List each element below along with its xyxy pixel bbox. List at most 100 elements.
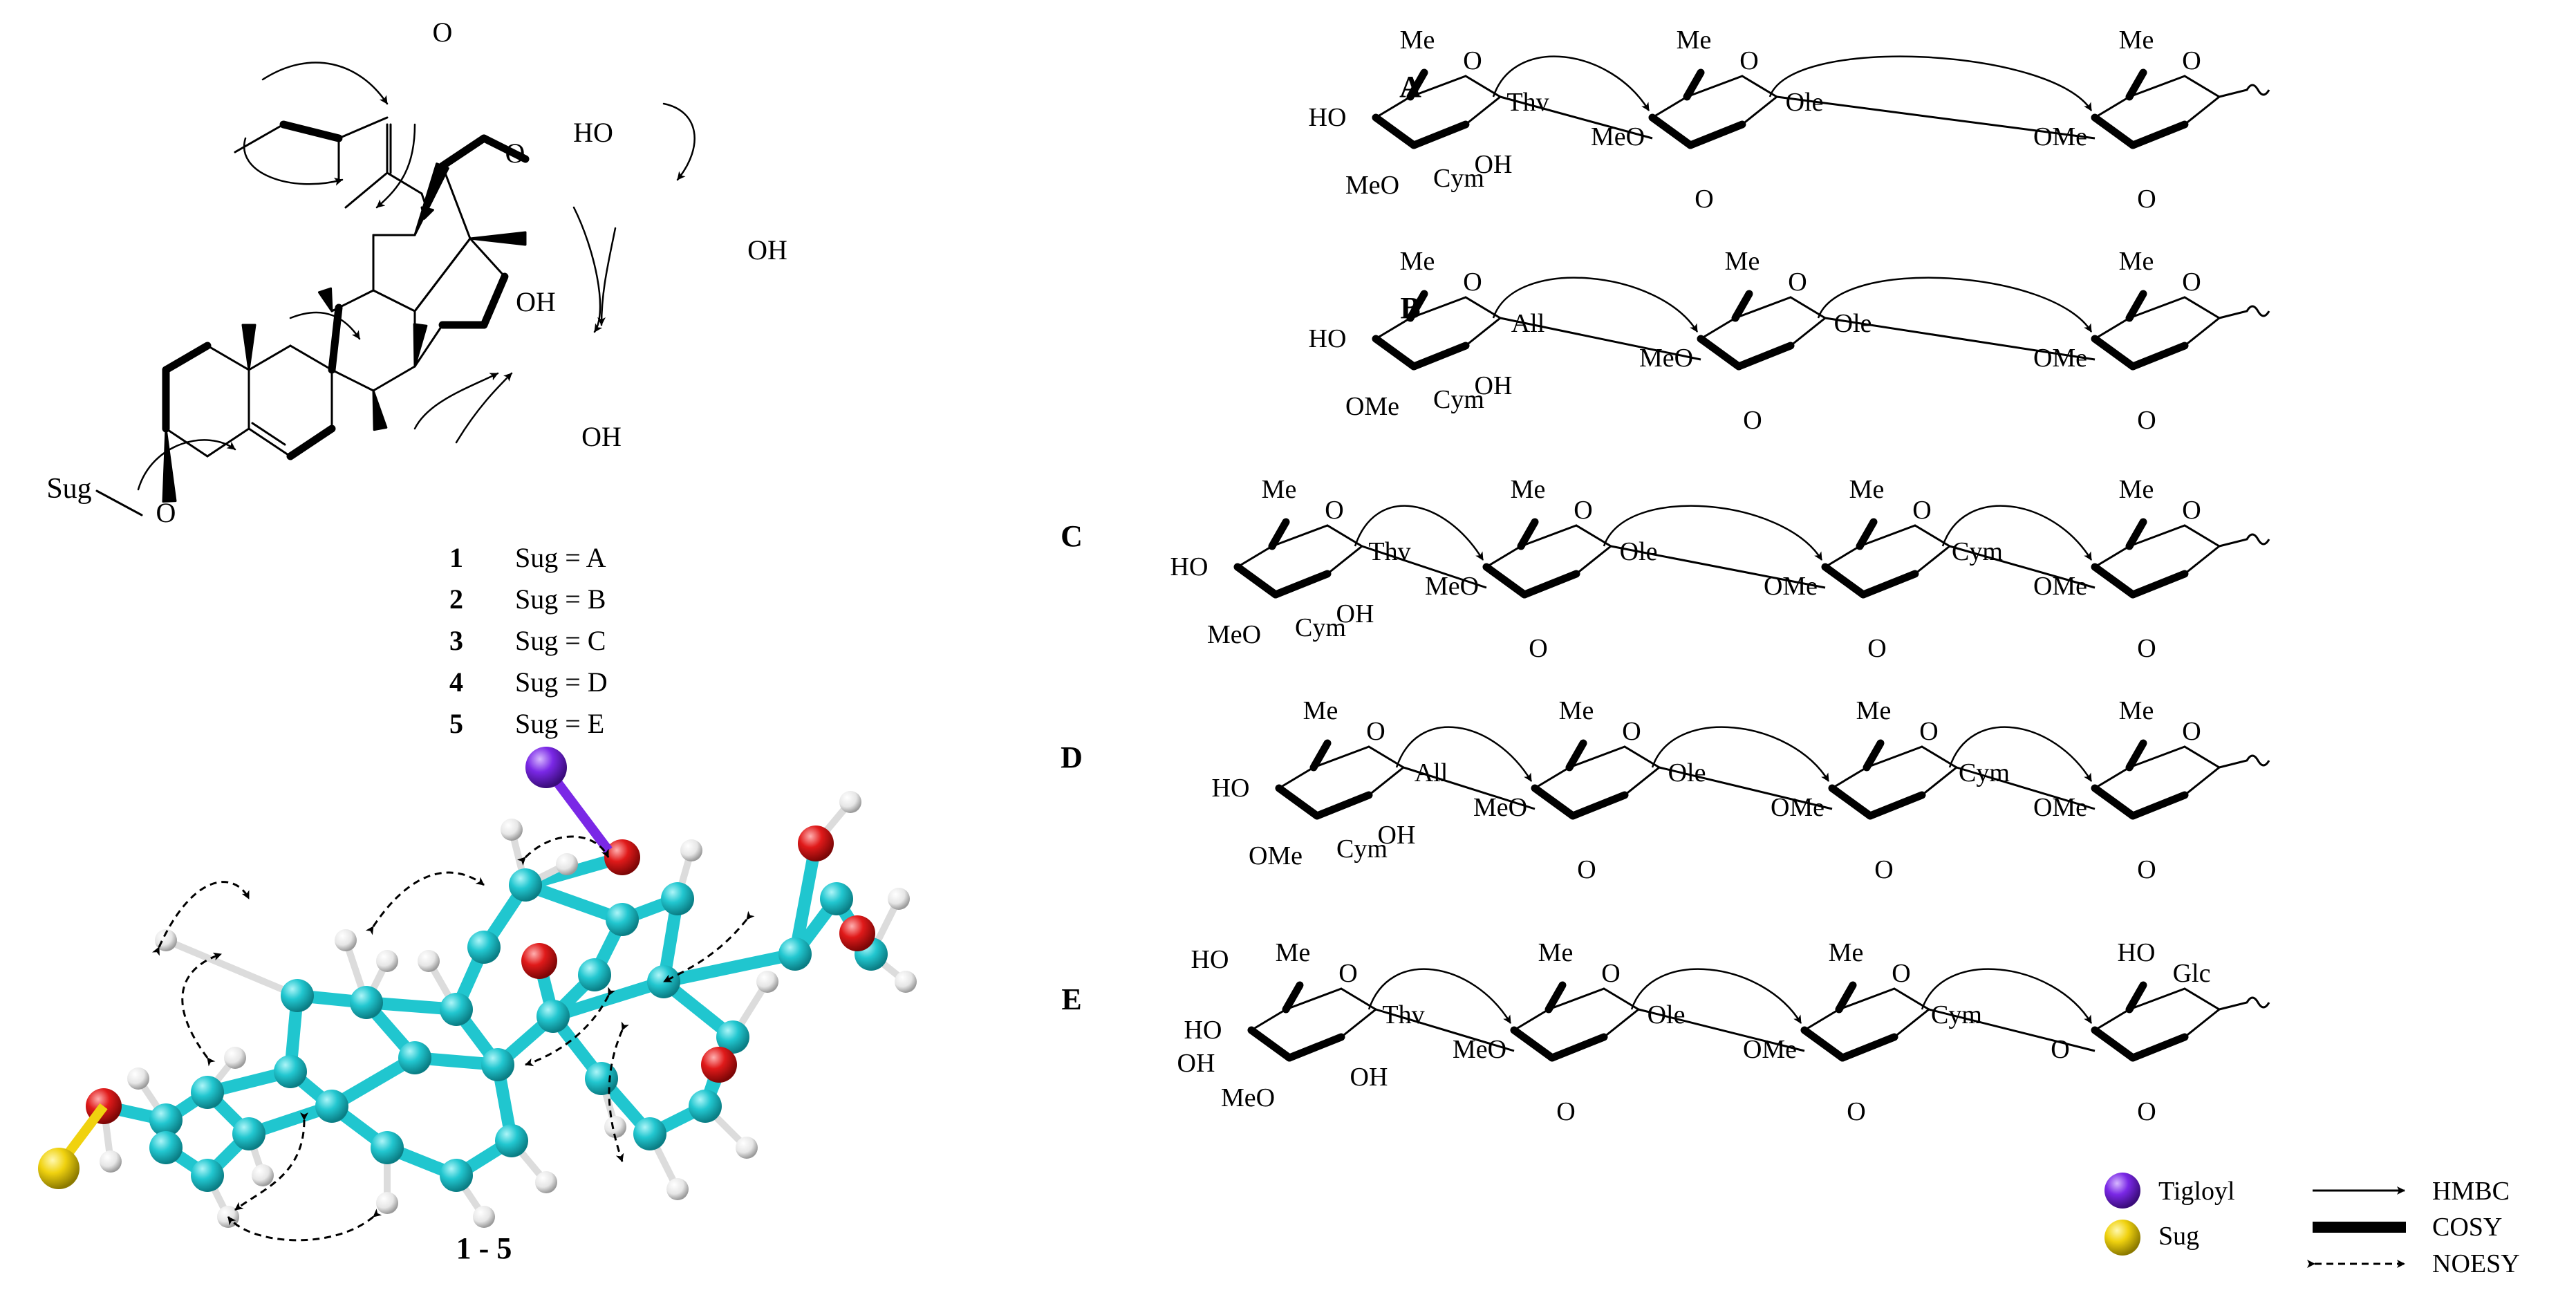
sugar-methyl-cosy-bond xyxy=(1683,68,1705,101)
chain-letter: D xyxy=(1061,740,1083,774)
hydroxyl-label: HO xyxy=(1191,945,1229,974)
carbon-atom xyxy=(578,958,611,991)
sugar-cosy-bond xyxy=(1697,335,1743,371)
hmbc-arrow xyxy=(137,439,236,491)
substituent-label: OMe xyxy=(2033,344,2087,373)
sugar-bond xyxy=(1464,317,1502,347)
sugar-bond xyxy=(1651,95,1688,119)
c20-oh-label: HO xyxy=(573,117,613,148)
ring-oxygen-label: O xyxy=(1325,496,1343,525)
substituent-label: O xyxy=(2137,406,2156,435)
glycosidic-bond xyxy=(1361,545,1487,589)
hydroxyl-label: HO xyxy=(1309,103,1347,132)
carbon-atom xyxy=(398,1041,431,1074)
legend: Tigloyl Sug HMBC COSY NOESY xyxy=(2104,1173,2520,1278)
sugar-methyl-cosy-bond xyxy=(1406,290,1428,322)
ringB-bond xyxy=(248,344,292,371)
carbon-atom xyxy=(274,1055,307,1088)
methyl-label: Me xyxy=(1829,938,1864,967)
carbon-atom xyxy=(481,1048,514,1081)
sugar-methyl-cosy-bond xyxy=(1268,518,1290,550)
hydrogen-atom xyxy=(756,971,778,993)
c14-oh-label: OH xyxy=(581,421,622,452)
sugar-cosy-bond xyxy=(1313,791,1373,820)
sugar-bond xyxy=(1464,95,1502,126)
compound-number: 4 xyxy=(449,666,463,698)
hydroxyl-label: OH xyxy=(1336,599,1374,628)
carbon-atom xyxy=(191,1076,224,1109)
ring-o-bond xyxy=(1858,524,1916,548)
sugar-bond xyxy=(1236,545,1273,568)
sugar-methyl-cosy-bond xyxy=(2125,518,2147,550)
noesy-arrow xyxy=(181,952,222,1067)
substituent-label: O xyxy=(2137,185,2156,214)
sugar-methyl-cosy-bond xyxy=(1863,739,1885,772)
ringA-bond xyxy=(206,427,250,458)
substituent-label: OMe xyxy=(2033,122,2087,151)
hmbc-arrow xyxy=(597,227,617,326)
sugar-bond xyxy=(1623,766,1661,796)
hmbc-arrow xyxy=(1368,968,1512,1024)
sugar-bond xyxy=(1893,1008,1930,1038)
methyl-label: HO xyxy=(2118,938,2156,967)
sugar-bond xyxy=(1278,766,1315,790)
bridge-oxygen-label: Ole xyxy=(1620,537,1658,566)
carbon-atom xyxy=(647,965,680,998)
ring-o-bond xyxy=(1686,75,1744,98)
glycosidic-bond xyxy=(1638,1008,1805,1052)
hmbc-arrow xyxy=(1817,277,2093,333)
tigloyl-cosy-bond xyxy=(279,120,343,142)
sugar-cosy-bond xyxy=(1569,791,1629,820)
ringD-bond xyxy=(413,324,444,368)
carbon-atom xyxy=(440,993,473,1026)
ring-o-bond xyxy=(1271,524,1329,548)
sugar-cosy-bond xyxy=(2091,784,2137,820)
methyl-label: Me xyxy=(1276,938,1311,967)
glycosidic-bond xyxy=(1403,766,1536,810)
sugar-cosy-bond xyxy=(1410,342,1470,371)
carbon-atom xyxy=(149,1131,183,1164)
substituent-label: OMe xyxy=(1771,793,1824,822)
glycosidic-bond xyxy=(1659,766,1833,810)
sugar-bond xyxy=(1603,1008,1640,1038)
wedge-bond xyxy=(420,206,434,220)
noesy-arrow xyxy=(227,1209,382,1242)
sugar-bond xyxy=(1741,95,1778,126)
methyl-label: Me xyxy=(2119,247,2154,276)
ring-o-bond xyxy=(1285,987,1343,1011)
legend-hmbc-label: HMBC xyxy=(2432,1177,2510,1206)
legend-noesy-label: NOESY xyxy=(2432,1249,2520,1278)
sugar-cosy-bond xyxy=(2129,570,2189,599)
ring-o-bond xyxy=(1547,987,1605,1011)
sugar-cosy-bond xyxy=(1247,1026,1294,1062)
methyl-label: Me xyxy=(1856,696,1892,725)
oxygen-atom xyxy=(604,839,640,875)
hydrogen-atom xyxy=(376,1192,398,1214)
hydroxyl-label: HO xyxy=(1212,774,1250,803)
bridge-oxygen-label: Thv xyxy=(1382,1000,1424,1029)
sugar-bond xyxy=(1513,1008,1550,1032)
hydroxyl-label: HO xyxy=(1170,552,1208,581)
methyl-wedge xyxy=(413,162,449,236)
noesy-arrow xyxy=(234,1112,309,1211)
hydrogen-atom xyxy=(680,839,702,861)
sugar-cosy-bond xyxy=(1531,784,1577,820)
sugar-bond xyxy=(1789,317,1827,347)
substituent-label: MeO xyxy=(1639,344,1693,373)
carbonyl-oxygen-label: O xyxy=(433,17,453,48)
sugar-cosy-bond xyxy=(2091,113,2137,149)
methyl-label: Me xyxy=(1511,475,1546,504)
compound-number: 5 xyxy=(449,708,463,739)
substituent-label: O xyxy=(1556,1097,1575,1126)
carbon-atom xyxy=(350,986,383,1019)
sugar-name-label: Cym xyxy=(1336,834,1388,864)
ring-oxygen-label: O xyxy=(1788,268,1807,297)
ring-oxygen-label: O xyxy=(1463,268,1482,297)
substituent-label: MeO xyxy=(1591,122,1645,151)
